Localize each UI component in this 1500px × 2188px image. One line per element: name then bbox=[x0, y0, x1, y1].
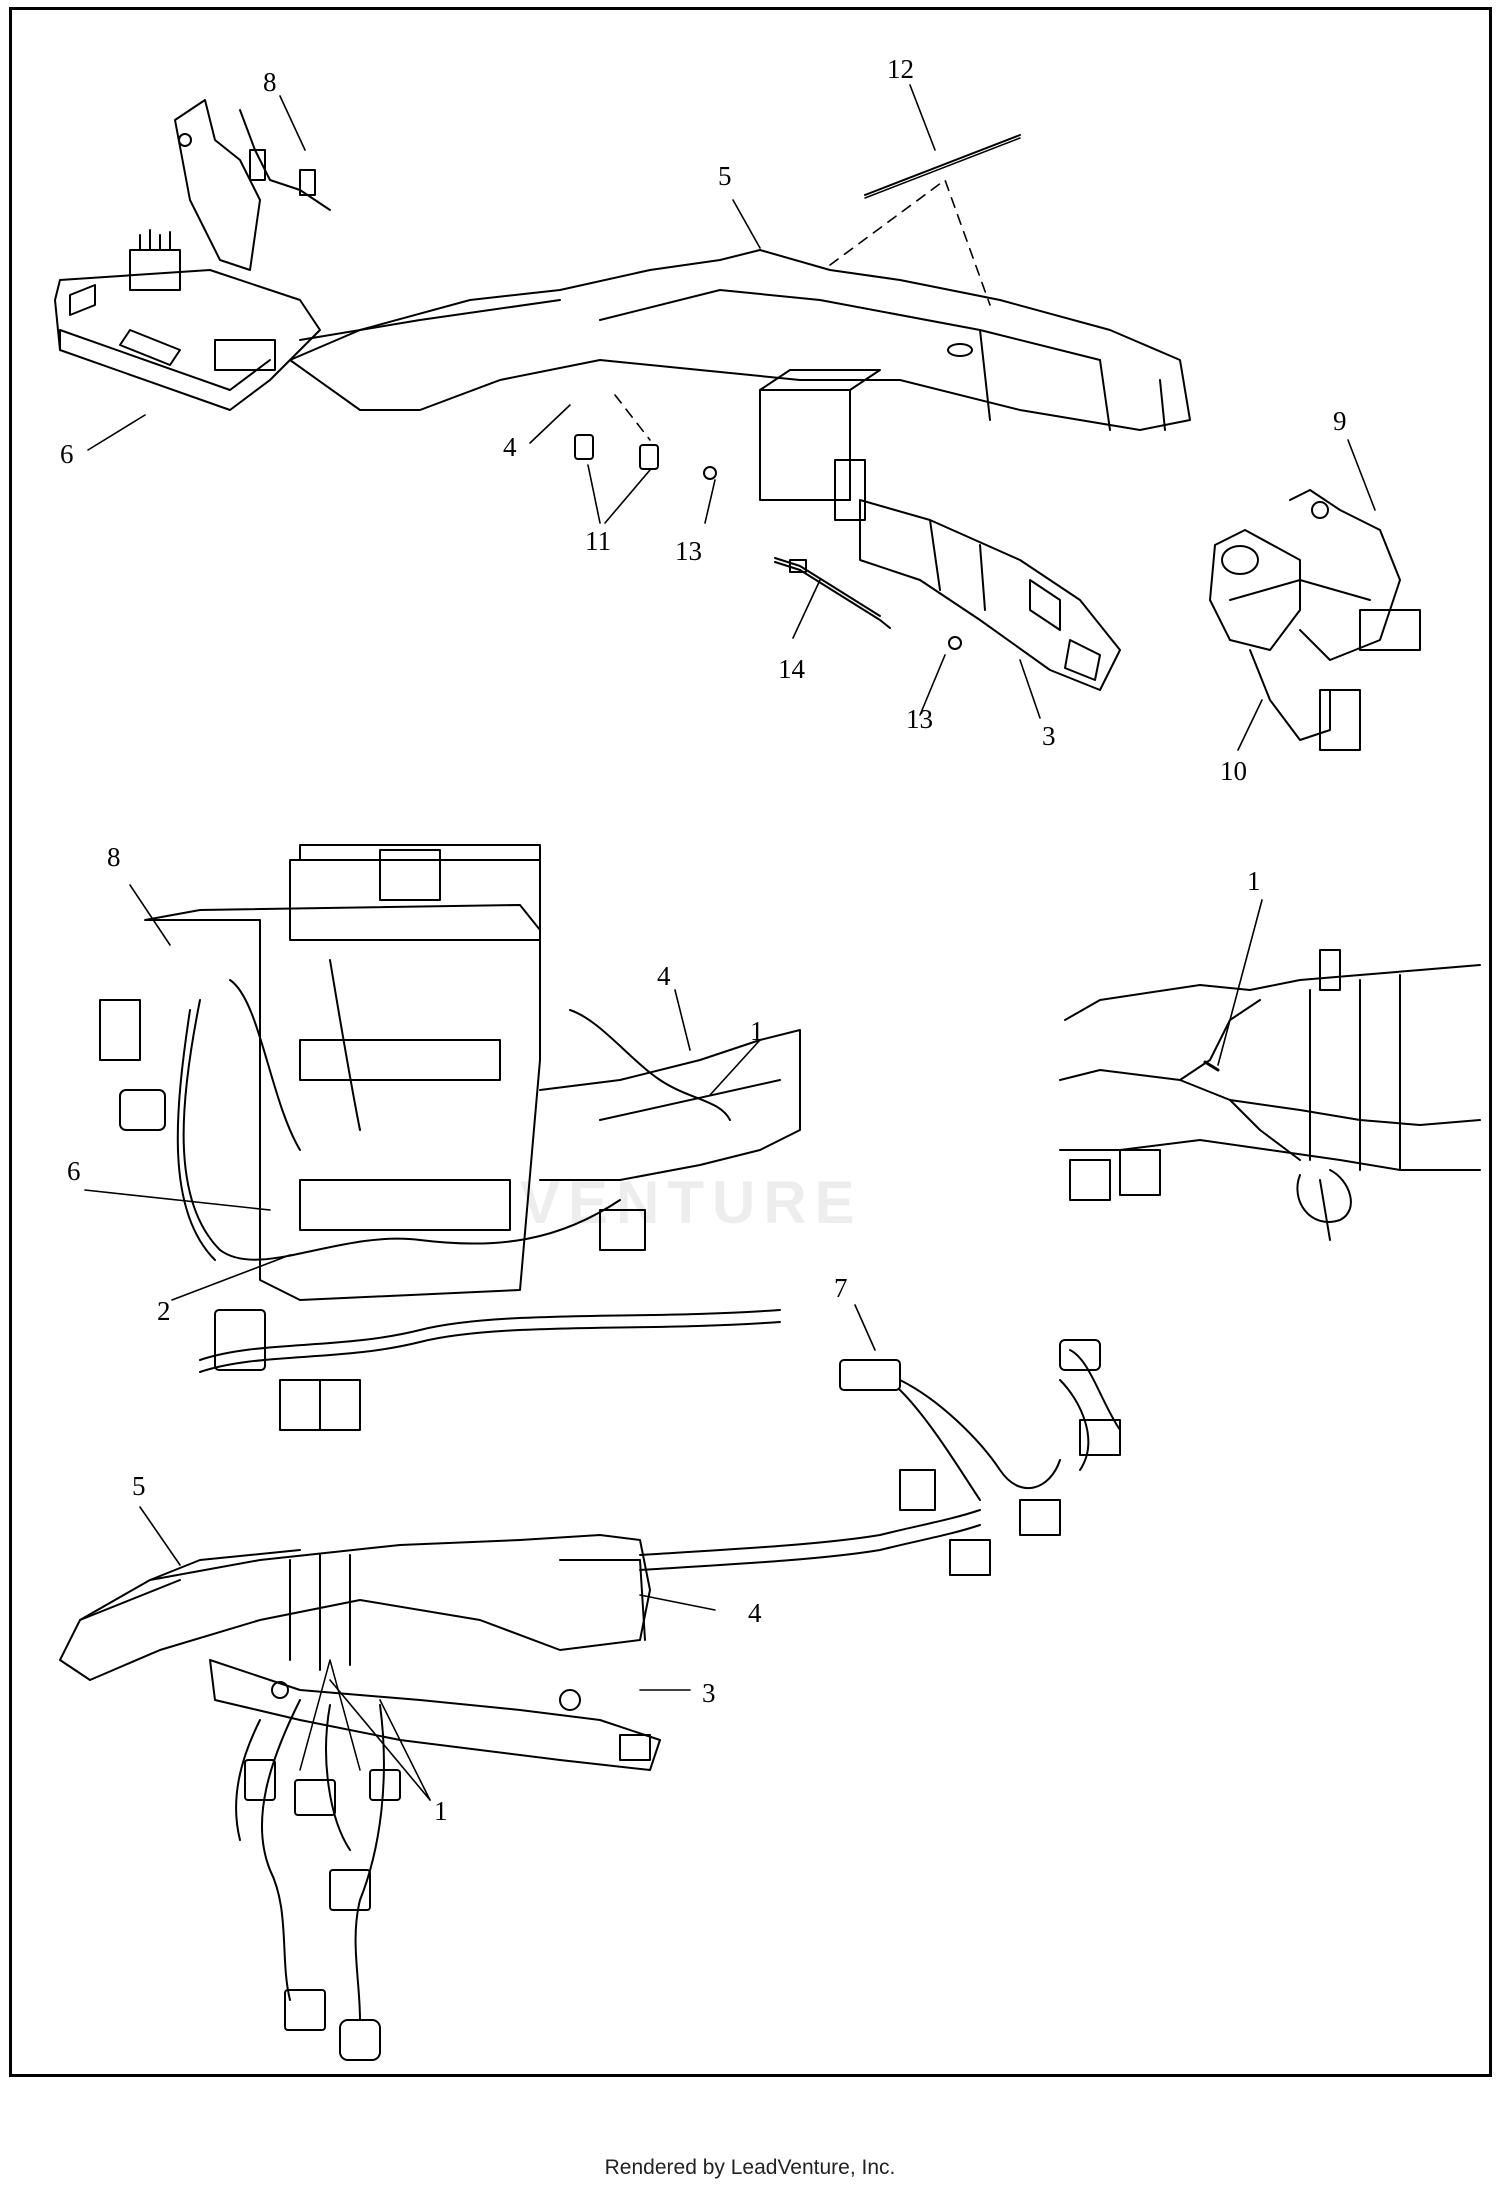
callout-9: 9 bbox=[1333, 406, 1347, 436]
callout-2: 2 bbox=[157, 1296, 171, 1326]
callout-8-mid: 8 bbox=[107, 842, 121, 872]
callout-1-right: 1 bbox=[1247, 866, 1261, 896]
callout-3-bottom: 3 bbox=[702, 1678, 716, 1708]
callout-5-bottom: 5 bbox=[132, 1471, 146, 1501]
callout-1-mid: 1 bbox=[750, 1016, 764, 1046]
bracket-assembly-9-10 bbox=[1209, 489, 1421, 751]
callout-5-top: 5 bbox=[718, 161, 732, 191]
leader-lines bbox=[84, 84, 1376, 1801]
diagram-frame bbox=[9, 7, 1492, 2077]
callout-10: 10 bbox=[1220, 756, 1247, 786]
callout-4-mid: 4 bbox=[657, 961, 671, 991]
callout-7: 7 bbox=[834, 1273, 848, 1303]
callout-labels: 8 12 5 6 4 11 13 14 13 3 9 10 8 4 1 6 2 … bbox=[60, 54, 1347, 1826]
callout-8-top: 8 bbox=[263, 67, 277, 97]
callout-13-b: 13 bbox=[906, 704, 933, 734]
callout-14: 14 bbox=[778, 654, 806, 684]
callout-4-bottom: 4 bbox=[748, 1598, 762, 1628]
harness-bottom-assembly bbox=[59, 1339, 1121, 2061]
callout-11: 11 bbox=[585, 526, 611, 556]
harness-caddy-top bbox=[54, 99, 1191, 691]
render-credit-footer: Rendered by LeadVenture, Inc. bbox=[604, 2156, 896, 2179]
callout-6-top: 6 bbox=[60, 439, 74, 469]
dashed-leaders-top bbox=[614, 179, 991, 441]
callout-6-mid: 6 bbox=[67, 1156, 81, 1186]
callout-1-bottom: 1 bbox=[434, 1796, 448, 1826]
callout-12: 12 bbox=[887, 54, 914, 84]
callout-13-a: 13 bbox=[675, 536, 702, 566]
frame-detail-right bbox=[1059, 949, 1481, 1241]
callout-3-top: 3 bbox=[1042, 721, 1056, 751]
callout-4-top: 4 bbox=[503, 432, 517, 462]
harness-middle-assembly bbox=[99, 844, 801, 1431]
